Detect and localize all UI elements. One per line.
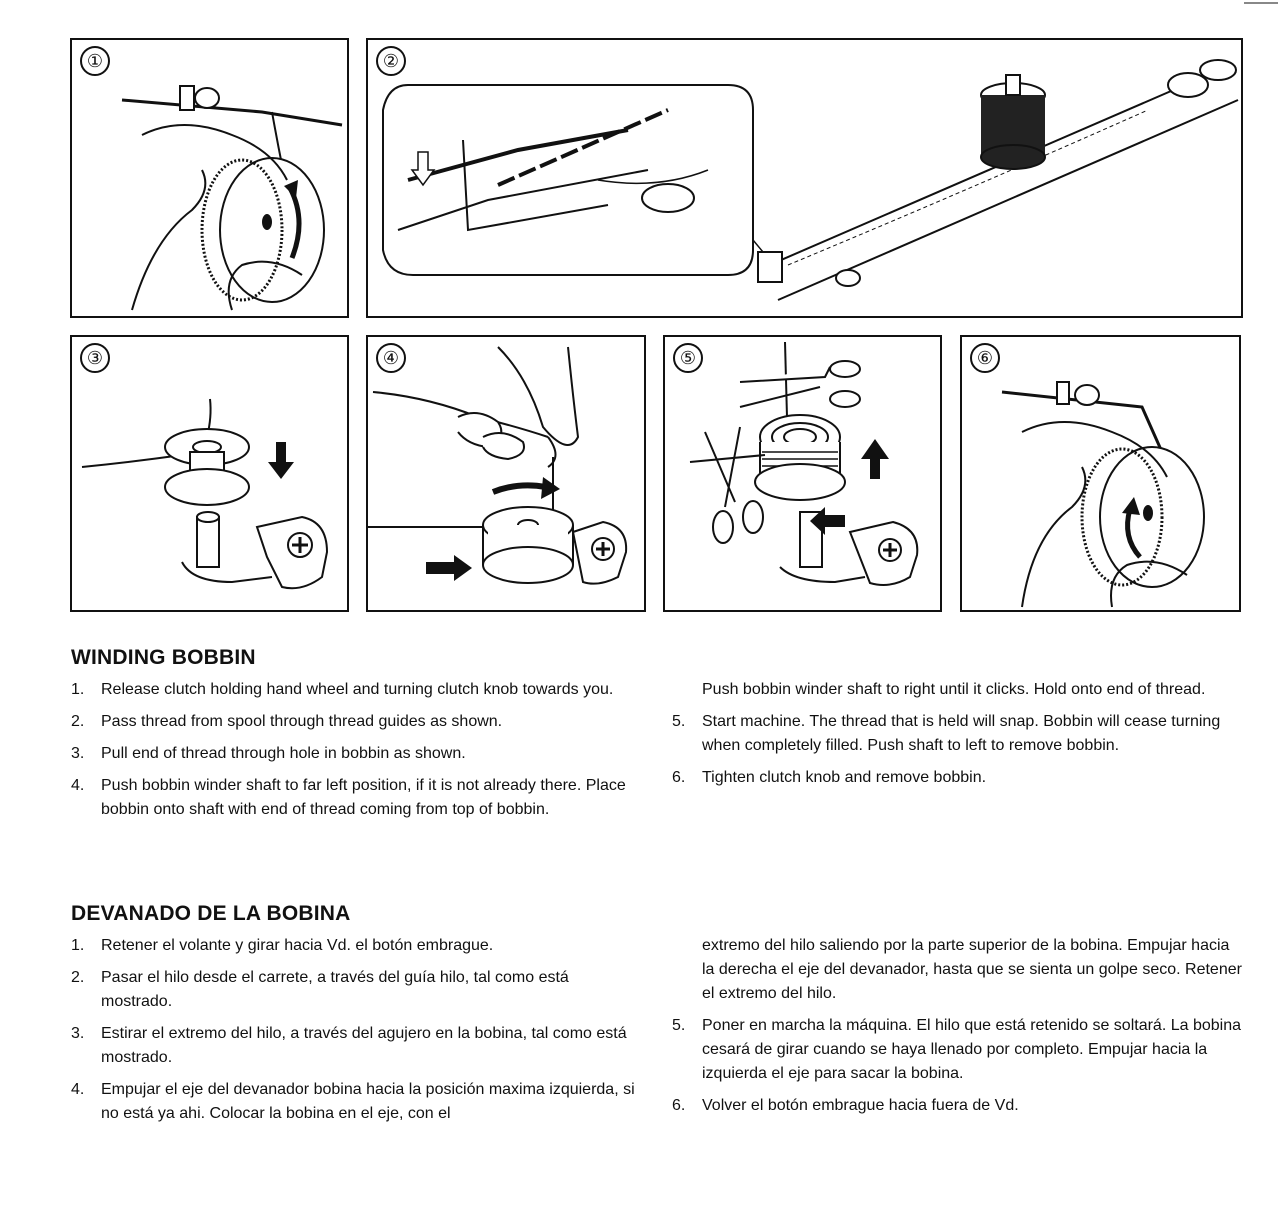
spanish-right-column: extremo del hilo saliendo por la parte s… [672,934,1244,1126]
bobbin-shaft-push-illustration-icon [368,346,628,585]
item-continuation: Push bobbin winder shaft to right until … [702,681,1206,698]
item-text: Release clutch holding hand wheel and tu… [101,681,614,698]
item-text: Pasar el hilo desde el carrete, a través… [101,969,569,1010]
panel-number: ⑤ [673,343,703,373]
corner-mark [1244,2,1278,4]
item-text: Empujar el eje del devanador bobina haci… [101,1081,635,1122]
item-number: 1. [71,681,85,698]
panel-1: ① [70,38,349,318]
list-item: 4. Push bobbin winder shaft to far left p… [71,774,641,822]
item-text: Tighten clutch knob and remove bobbin. [702,769,987,786]
item-number: 4. [71,1081,85,1098]
panel-number: ① [80,46,110,76]
list-item: 6. Volver el botón embrague hacia fuera d… [672,1094,1244,1118]
item-number: 2. [71,713,85,730]
hand-wheel-illustration-icon [121,85,343,311]
list-item: 5. Poner en marcha la máquina. El hilo qu… [672,1014,1244,1086]
item-number: 2. [71,969,85,986]
item-number: 1. [71,937,85,954]
list-item: 2. Pass thread from spool through thread … [71,710,641,734]
list-item: 4. Empujar el eje del devanador bobina ha… [71,1078,641,1126]
list-item: 2. Pasar el hilo desde el carrete, a trav… [71,966,641,1014]
item-text: Poner en marcha la máquina. El hilo que … [702,1017,1242,1082]
item-number: 4. [71,777,85,794]
item-text: Estirar el extremo del hilo, a través de… [101,1025,627,1066]
item-text: Pass thread from spool through thread gu… [101,713,503,730]
item-number: 5. [672,713,686,730]
panel-6: ⑥ [960,335,1241,612]
item-text: Retener el volante y girar hacia Vd. el … [101,937,494,954]
item-text: Start machine. The thread that is held w… [702,713,1221,754]
panel-number: ④ [376,343,406,373]
list-item: 3. Pull end of thread through hole in bob… [71,742,641,766]
item-number: 3. [71,745,85,762]
list-item: 3. Estirar el extremo del hilo, a través … [71,1022,641,1070]
item-number: 5. [672,1017,686,1034]
bobbin-placement-illustration-icon [81,398,329,590]
panel-number: ③ [80,343,110,373]
item-text: Volver el botón embrague hacia fuera de … [702,1097,1019,1114]
panel-5: ⑤ [663,335,942,612]
item-number: 6. [672,769,686,786]
list-item: 1. Retener el volante y girar hacia Vd. e… [71,934,641,958]
section-title-english: WINDING BOBBIN [71,646,256,669]
section-title-spanish: DEVANADO DE LA BOBINA [71,902,351,925]
item-number: 3. [71,1025,85,1042]
item-continuation: extremo del hilo saliendo por la parte s… [702,937,1242,1002]
panel-number: ② [376,46,406,76]
spanish-left-column: 1. Retener el volante y girar hacia Vd. e… [71,934,641,1134]
english-left-column: 1. Release clutch holding hand wheel and … [71,678,641,830]
list-item: 6. Tighten clutch knob and remove bobbin. [672,766,1244,790]
list-item: 5. Start machine. The thread that is held… [672,710,1244,758]
panel-number: ⑥ [970,343,1000,373]
panel-4: ④ [366,335,646,612]
panel-3: ③ [70,335,349,612]
item-number: 6. [672,1097,686,1114]
item-text: Push bobbin winder shaft to far left pos… [101,777,626,818]
cut-thread-illustration-icon [689,341,919,586]
thread-path-illustration-icon [382,59,1239,301]
english-right-column: Push bobbin winder shaft to right until … [672,678,1244,798]
list-item: 1. Release clutch holding hand wheel and … [71,678,641,702]
item-text: Pull end of thread through hole in bobbi… [101,745,466,762]
panel-2: ② [366,38,1243,318]
tighten-clutch-illustration-icon [1001,381,1205,608]
